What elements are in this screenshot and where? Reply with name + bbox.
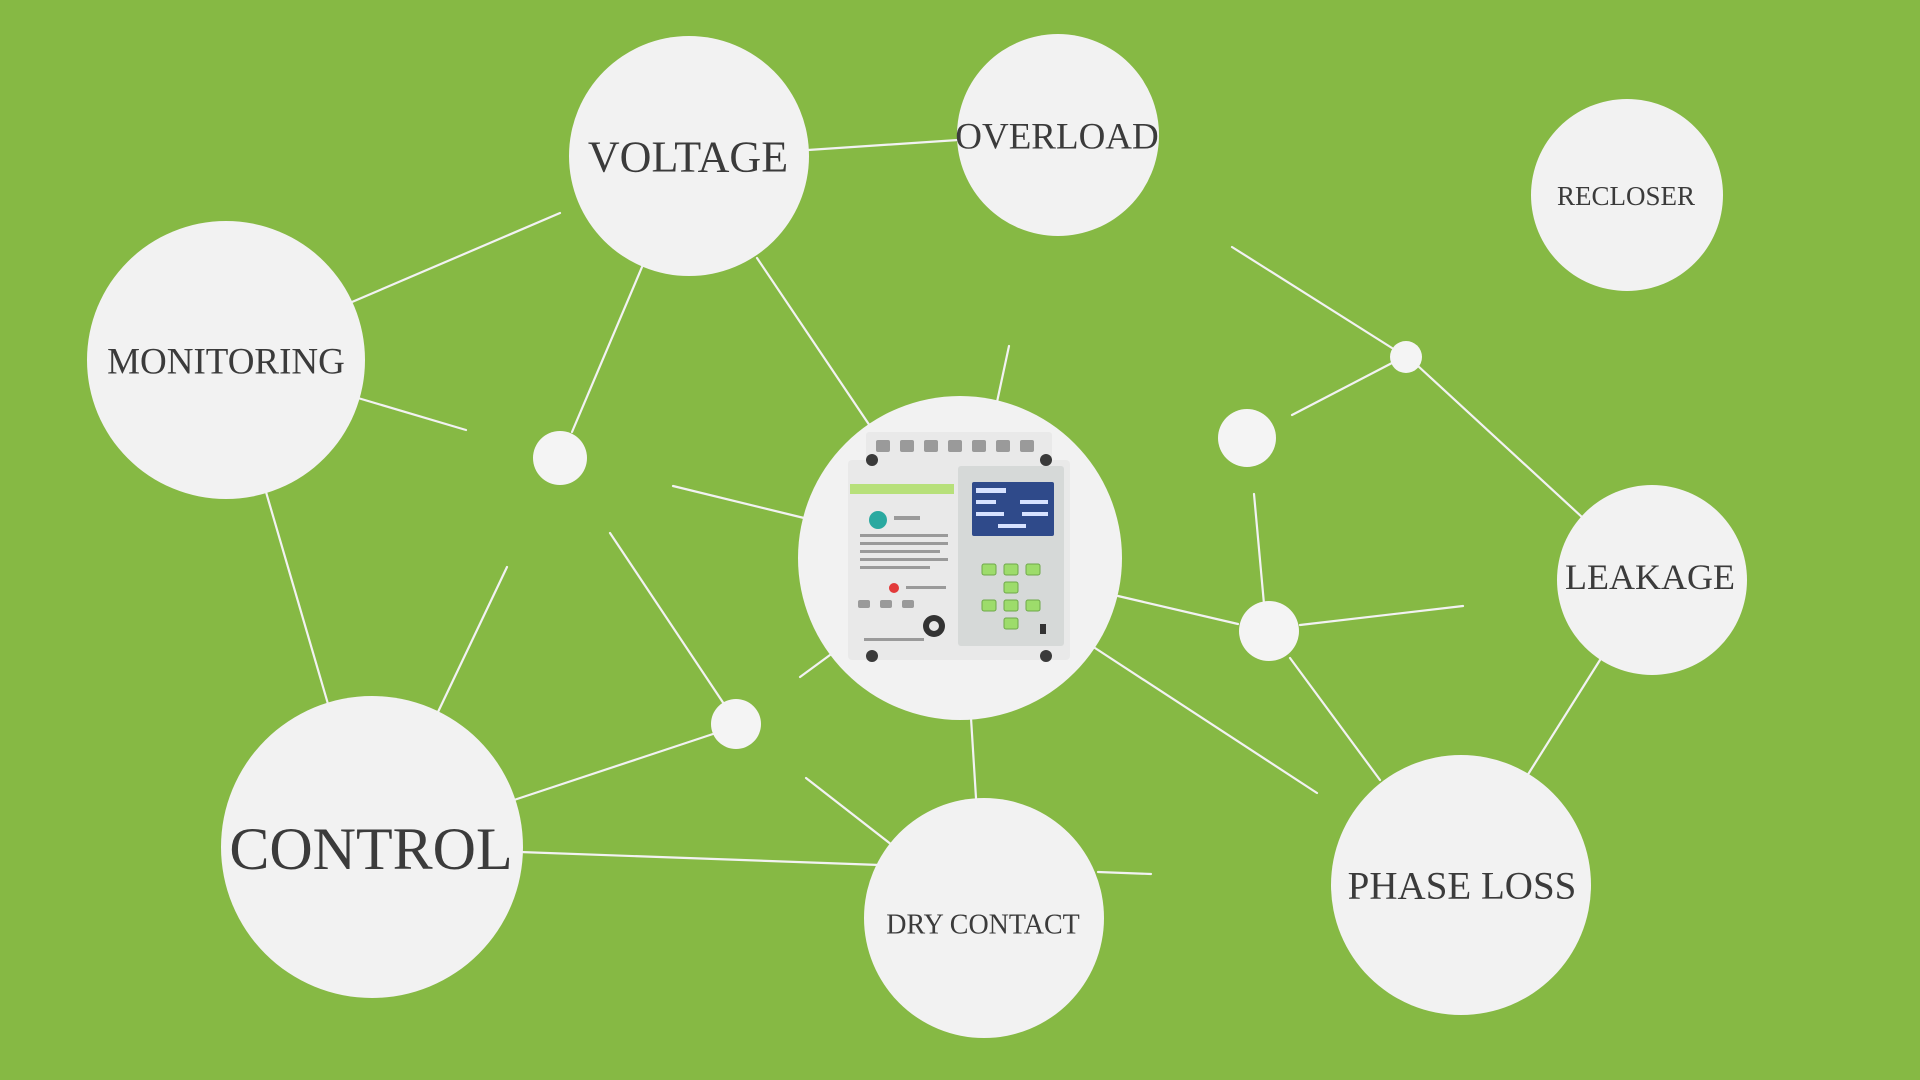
hub-node [1218, 409, 1276, 467]
circuit-breaker-device-icon [848, 432, 1070, 662]
hub-nodes [533, 341, 1422, 749]
node-label-phase-loss: PHASE LOSS [1348, 865, 1577, 908]
line-monitoring-control [264, 490, 330, 706]
line-monitoring-stub [356, 396, 468, 432]
node-dry-contact[interactable]: DRY CONTACT [864, 798, 1104, 1038]
line-device-stub-lowerleft [798, 653, 832, 679]
node-label-recloser: RECLOSER [1557, 181, 1695, 211]
node-leakage[interactable]: LEAKAGE [1557, 485, 1747, 675]
line-stub-drycontact [804, 776, 894, 847]
line-hub4-stub-right [1298, 604, 1465, 627]
line-stub-device-left [671, 484, 806, 520]
line-voltage-monitoring [350, 211, 562, 304]
hub-node [711, 699, 761, 749]
line-control-drycontact [518, 850, 882, 867]
node-label-leakage: LEAKAGE [1565, 557, 1735, 597]
line-hub3-hub5 [1290, 361, 1394, 417]
node-label-overload: OVERLOAD [955, 117, 1158, 158]
line-hub4-phaseloss [1288, 656, 1382, 782]
line-device-hub4 [1116, 594, 1240, 626]
hub-node [1390, 341, 1422, 373]
line-device-phaseloss-stub [1093, 646, 1319, 795]
node-label-control: CONTROL [229, 816, 512, 882]
node-control[interactable]: CONTROL [221, 696, 523, 998]
hub-node [533, 431, 587, 485]
node-label-voltage: VOLTAGE [588, 133, 788, 182]
node-voltage[interactable]: VOLTAGE [569, 36, 809, 276]
node-monitoring[interactable]: MONITORING [87, 221, 365, 499]
line-voltage-device [755, 256, 872, 428]
line-hub1-hub2 [608, 531, 726, 706]
node-label-monitoring: MONITORING [107, 342, 345, 383]
line-device-drycontact [969, 716, 978, 800]
line-stub-hub5 [1230, 245, 1394, 350]
node-phase-loss[interactable]: PHASE LOSS [1331, 755, 1591, 1015]
line-hub4-hub3 [1252, 492, 1266, 606]
line-leakage-phaseloss [1525, 658, 1602, 778]
line-hub2-control [512, 731, 718, 802]
line-drycontact-stub-right [1096, 870, 1153, 876]
center-device-node[interactable] [798, 396, 1122, 720]
line-hub5-leakage [1416, 364, 1585, 520]
connector-lines [264, 138, 1602, 876]
node-recloser[interactable]: RECLOSER [1531, 99, 1723, 291]
line-voltage-overload [806, 138, 960, 152]
line-control-stub [436, 565, 509, 714]
line-device-stub-top [995, 344, 1011, 404]
line-voltage-hub1 [570, 265, 644, 434]
node-overload[interactable]: OVERLOAD [955, 34, 1159, 236]
node-label-dry-contact: DRY CONTACT [886, 910, 1080, 941]
hub-node [1239, 601, 1299, 661]
